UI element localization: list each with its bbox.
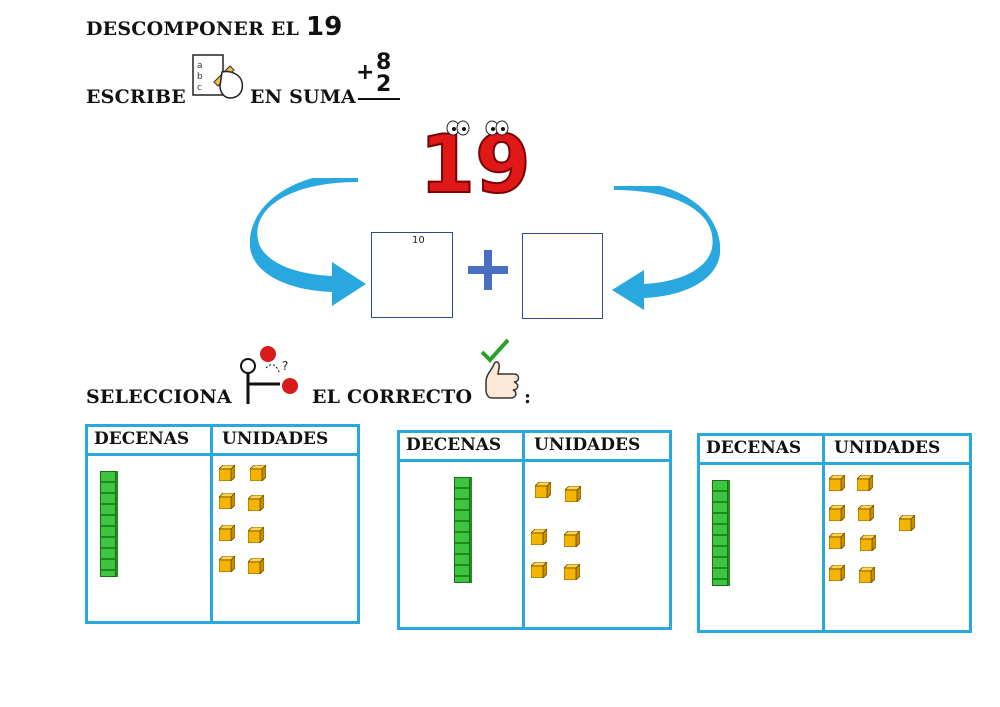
unit-cube (218, 555, 236, 573)
page-title: DESCOMPONER EL 19 (86, 12, 343, 42)
unit-cube (530, 561, 548, 579)
unit-cube (828, 532, 846, 550)
unit-cube (898, 514, 916, 532)
curved-arrow-left-icon (249, 172, 368, 308)
instruction-select-label: SELECCIONA (86, 386, 232, 408)
unit-cube (534, 481, 552, 499)
unit-cube (563, 530, 581, 548)
option-2-divider (522, 433, 525, 627)
unit-cube (859, 534, 877, 552)
unit-cube (828, 564, 846, 582)
svg-text:?: ? (282, 359, 288, 373)
svg-text:b: b (197, 72, 203, 82)
unit-cube (828, 474, 846, 492)
unit-cube (247, 557, 265, 575)
option-3-unidades-label: UNIDADES (834, 438, 941, 458)
option-card-3[interactable]: DECENAS UNIDADES (697, 433, 972, 633)
tens-answer-box[interactable]: 10 (371, 232, 453, 318)
unit-cube (856, 474, 874, 492)
writing-hand-icon: a b c (190, 52, 246, 102)
unit-cube (564, 485, 582, 503)
sum-illustration: 8 + 2 (356, 52, 402, 102)
unit-cube (247, 494, 265, 512)
sum-bottom-number: 2 (376, 72, 392, 97)
ten-rod (100, 471, 116, 577)
unit-cube (828, 504, 846, 522)
option-2-unidades-label: UNIDADES (534, 435, 641, 455)
plus-sign-icon (466, 248, 510, 292)
option-3-header (700, 436, 969, 465)
unit-cube (249, 464, 267, 482)
instruction-write-label: ESCRIBE (86, 86, 186, 108)
option-card-2[interactable]: DECENAS UNIDADES (397, 430, 672, 630)
sum-line (358, 98, 400, 100)
choose-balls-icon: ? (236, 344, 306, 406)
option-2-decenas-label: DECENAS (406, 435, 502, 455)
unit-cube (218, 492, 236, 510)
unit-cube (563, 563, 581, 581)
unit-cube (218, 464, 236, 482)
units-answer-box[interactable] (522, 233, 603, 319)
option-1-unidades-label: UNIDADES (222, 429, 329, 449)
svg-text:a: a (197, 61, 203, 71)
unit-cube (218, 524, 236, 542)
ten-rod (454, 477, 470, 583)
unit-cube (530, 528, 548, 546)
tens-hint-text: 10 (412, 235, 425, 246)
svg-text:c: c (197, 83, 202, 93)
sum-top-number: 8 (376, 50, 392, 75)
unit-cube (857, 504, 875, 522)
sum-plus-sign: + (356, 60, 375, 85)
curved-arrow-right-icon (610, 180, 721, 312)
option-2-header (400, 433, 669, 462)
instruction-correct-label: EL CORRECTO (312, 386, 473, 408)
option-card-1[interactable]: DECENAS UNIDADES (85, 424, 360, 624)
option-3-decenas-label: DECENAS (706, 438, 802, 458)
option-1-header (88, 427, 357, 456)
number-19-text: 19 (420, 118, 530, 198)
option-1-decenas-label: DECENAS (94, 429, 190, 449)
instruction-colon: : (524, 386, 532, 408)
ten-rod (712, 480, 728, 586)
unit-cube (858, 566, 876, 584)
thumbs-up-check-icon (478, 338, 524, 406)
option-1-divider (210, 427, 213, 621)
number-19-character: 19 (418, 117, 531, 212)
option-3-divider (822, 436, 825, 630)
title-text: DESCOMPONER EL (86, 18, 300, 40)
instruction-sum-label: EN SUMA (250, 86, 356, 108)
title-number: 19 (305, 12, 343, 42)
unit-cube (247, 526, 265, 544)
